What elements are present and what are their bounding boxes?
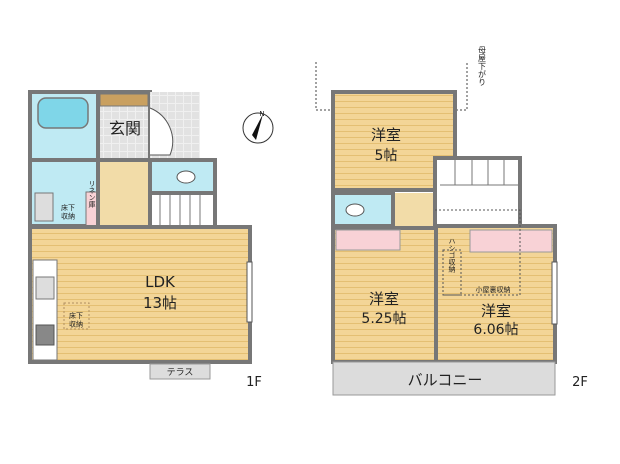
roof-line [315, 62, 468, 111]
label-roof-note: 母屋下がり [478, 46, 487, 86]
stairs-2f [433, 156, 522, 228]
sink-icon [35, 276, 55, 300]
label-room1-size: 5帖 [375, 148, 398, 164]
shoe-shelf [99, 93, 149, 107]
floor-storage-kitchen [63, 302, 90, 330]
closet-room-3 [469, 229, 553, 253]
window [551, 261, 558, 325]
balcony [332, 361, 556, 396]
closet-room-2 [335, 229, 401, 251]
north-arrow-icon: N [242, 110, 274, 144]
label-balcony: バルコニー [408, 371, 483, 389]
label-ladder-storage: ハシゴ収納 [448, 238, 456, 274]
hallway-1f [96, 158, 152, 229]
label-room3-size: 6.06帖 [473, 322, 518, 338]
label-entrance: 玄関 [109, 119, 141, 138]
entrance-door [149, 107, 174, 156]
label-linen: リネン庫 [88, 180, 96, 209]
toilet-icon [345, 203, 365, 217]
label-room2: 洋室 [369, 290, 399, 308]
window [246, 261, 253, 323]
ldk [28, 225, 252, 364]
label-room3: 洋室 [481, 302, 511, 320]
label-terrace: テラス [167, 367, 194, 378]
floor-2 [315, 62, 558, 396]
label-room2-size: 5.25帖 [361, 311, 406, 327]
label-ldk: LDK [145, 273, 176, 291]
label-room1: 洋室 [371, 126, 401, 144]
toilet-icon [176, 170, 196, 184]
stove-icon [35, 324, 55, 346]
stair-steps [159, 195, 201, 225]
stair-steps [440, 160, 518, 186]
label-attic-storage: 小屋裏収納 [476, 285, 511, 294]
compass-label: N [259, 110, 264, 118]
label-2f: 2F [572, 375, 588, 390]
label-ldk-size: 13帖 [143, 294, 177, 312]
washbasin [34, 192, 54, 222]
attic-storage-outline [435, 209, 521, 296]
label-washroom-storage: 床下収納 [61, 203, 75, 220]
stairs-1f [148, 191, 217, 229]
label-1f: 1F [246, 375, 262, 390]
label-kitchen-storage: 床下収納 [69, 311, 83, 328]
floor-1 [28, 90, 253, 380]
bathtub [37, 97, 89, 129]
terrace [149, 363, 211, 380]
